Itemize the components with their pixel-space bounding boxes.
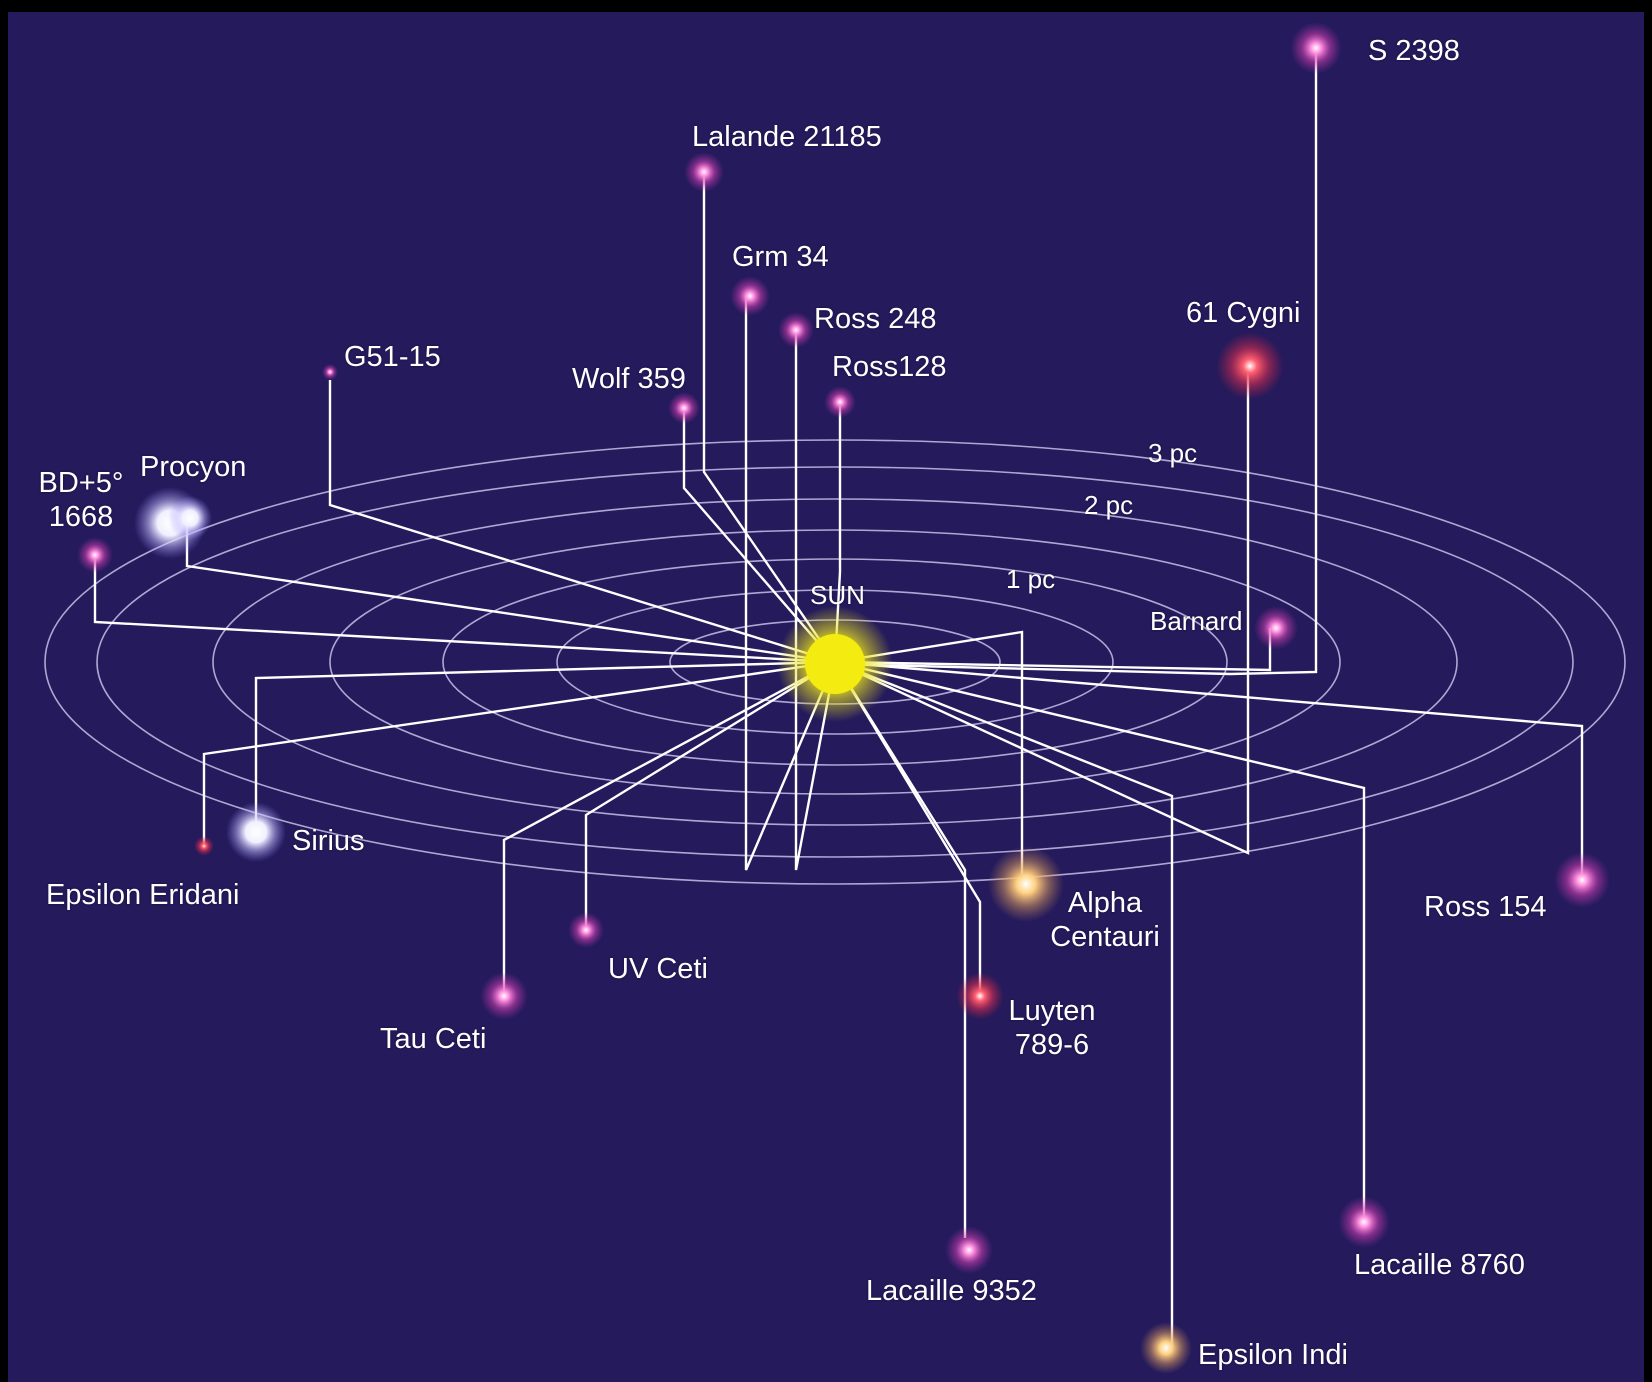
label-barnard: Barnard bbox=[1150, 606, 1243, 636]
star-ross248 bbox=[778, 312, 814, 348]
star-epsindi bbox=[1140, 1322, 1192, 1374]
star-procyon-b bbox=[168, 496, 212, 540]
label-epsindi: Epsilon Indi bbox=[1198, 1339, 1348, 1371]
star-grm34 bbox=[730, 276, 770, 316]
label-luyten-line1: Luyten bbox=[1008, 995, 1096, 1027]
starmap-graphic bbox=[44, 22, 1626, 1374]
label-cygni: 61 Cygni bbox=[1186, 297, 1301, 329]
star-wolf359 bbox=[668, 392, 700, 424]
star-uvceti bbox=[568, 912, 604, 948]
label-alphacen: Alpha Centauri bbox=[1028, 886, 1182, 954]
star-bd5 bbox=[77, 537, 113, 573]
label-lac9352: Lacaille 9352 bbox=[866, 1275, 1037, 1307]
star-epseri bbox=[194, 836, 214, 856]
star-ross128 bbox=[824, 386, 856, 418]
star-luyten bbox=[956, 972, 1004, 1020]
label-luyten-line2: 789-6 bbox=[1014, 1029, 1090, 1061]
label-sun: SUN bbox=[810, 580, 865, 610]
star-tauceti bbox=[480, 972, 528, 1020]
label-alphacen-line1: Alpha bbox=[1067, 887, 1143, 919]
star-lac8760 bbox=[1338, 1196, 1390, 1248]
star-lalande bbox=[684, 152, 724, 192]
label-lalande: Lalande 21185 bbox=[692, 121, 882, 153]
label-bd5: BD+5° 1668 bbox=[22, 466, 140, 534]
label-ross128: Ross128 bbox=[832, 351, 947, 383]
label-tauceti: Tau Ceti bbox=[380, 1023, 487, 1055]
label-ross248: Ross 248 bbox=[814, 303, 937, 335]
label-uvceti: UV Ceti bbox=[608, 953, 708, 985]
label-sirius: Sirius bbox=[292, 825, 365, 857]
label-luyten: Luyten 789-6 bbox=[992, 994, 1112, 1062]
star-barnard bbox=[1254, 606, 1298, 650]
label-alphacen-line2: Centauri bbox=[1050, 921, 1160, 953]
label-grm34: Grm 34 bbox=[732, 241, 829, 273]
label-bd5-line2: 1668 bbox=[48, 501, 114, 533]
star-sirius bbox=[226, 802, 286, 862]
star-s2398 bbox=[1290, 22, 1342, 74]
label-ross154: Ross 154 bbox=[1424, 891, 1547, 923]
star-alphacen bbox=[988, 846, 1064, 922]
distance-rings bbox=[44, 439, 1626, 885]
label-epseri: Epsilon Eridani bbox=[46, 879, 240, 911]
label-ring-1pc: 1 pc bbox=[1006, 564, 1056, 594]
label-ring-2pc: 2 pc bbox=[1084, 490, 1134, 520]
label-ring-3pc: 3 pc bbox=[1148, 438, 1198, 468]
label-bd5-line1: BD+5° bbox=[38, 467, 124, 499]
star-cygni bbox=[1216, 332, 1284, 400]
label-wolf359: Wolf 359 bbox=[572, 363, 686, 395]
label-lac8760: Lacaille 8760 bbox=[1354, 1249, 1525, 1281]
star-markers bbox=[77, 22, 1610, 1374]
sun-core bbox=[805, 634, 865, 694]
star-g5115 bbox=[322, 364, 338, 380]
label-g5115: G51-15 bbox=[344, 341, 441, 373]
label-procyon: Procyon bbox=[140, 451, 247, 483]
label-s2398: S 2398 bbox=[1368, 35, 1460, 67]
star-ross154 bbox=[1554, 852, 1610, 908]
starmap-diagram: S 2398 Lalande 21185 Grm 34 Ross 248 Ros… bbox=[8, 12, 1644, 1382]
star-lac9352 bbox=[945, 1226, 993, 1274]
